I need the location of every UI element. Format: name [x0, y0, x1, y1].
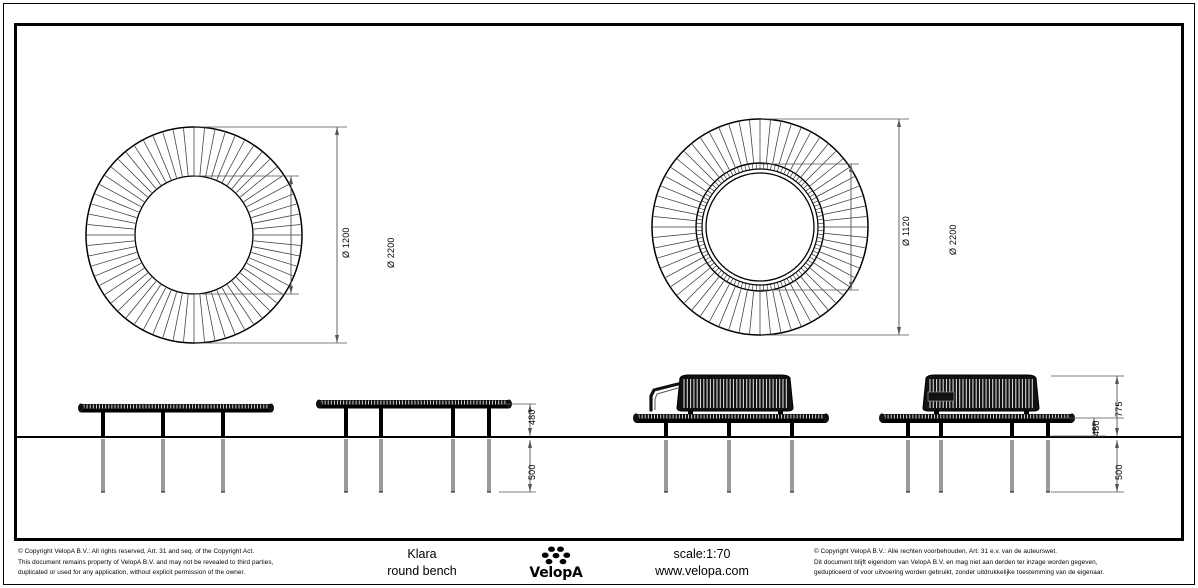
plan-right-inner-circle — [705, 172, 815, 282]
title-block: © Copyright VelopA B.V.: All rights rese… — [4, 542, 1194, 584]
elevation-2-dimensions: 480 500 — [498, 392, 544, 504]
elevation-view-2 — [316, 392, 512, 504]
dim-label-d2200-right: Ø 2200 — [948, 224, 958, 255]
plan-view-left — [84, 126, 304, 344]
dim-label-d1200-left: Ø 1200 — [341, 227, 351, 258]
dim-label-480-right: 480 — [1091, 420, 1101, 436]
dim-label-d1120-right: Ø 1120 — [901, 216, 911, 246]
velopa-logo: VelopA — [508, 542, 604, 584]
plan-view-right — [650, 118, 870, 336]
plan-left-dimensions: Ø 2200 Ø 1200 — [85, 126, 396, 346]
copyright-line-en-2: This document remains property of VelopA… — [18, 558, 274, 566]
website-label: www.velopa.com — [655, 564, 749, 578]
plan-left-inner-circle — [134, 175, 254, 295]
dim-label-500-mid: 500 — [527, 464, 537, 480]
elevation-view-4 — [878, 370, 1078, 504]
elevation-view-1 — [78, 396, 274, 504]
plan-right-outer-circle — [651, 118, 869, 336]
drawing-frame — [14, 23, 1184, 541]
sheet-outer-border — [3, 3, 1195, 585]
dim-label-500-right: 500 — [1114, 464, 1124, 480]
copyright-line-nl-2: Dit document blijft eigendom van VelopA … — [814, 558, 1098, 566]
plan-right-dimensions: Ø 2200 Ø 1120 — [651, 118, 958, 338]
ground-line — [17, 436, 1181, 438]
dim-label-d2200-left: Ø 2200 — [386, 237, 396, 268]
velopa-logo-text: VelopA — [529, 564, 583, 581]
velopa-flower-logo-icon — [541, 546, 571, 564]
copyright-line-en-3: duplicated or used for any application, … — [18, 569, 246, 577]
copyright-notice-dutch: © Copyright VelopA B.V.: Alle rechten vo… — [800, 542, 1194, 584]
product-name: Klara — [407, 547, 437, 561]
dim-label-775-right: 775 — [1114, 401, 1124, 417]
armrest — [649, 382, 680, 412]
elevation-view-3 — [632, 370, 832, 504]
plan-left-outer-circle — [85, 126, 303, 344]
copyright-notice-english: © Copyright VelopA B.V.: All rights rese… — [4, 542, 336, 584]
copyright-line-nl-1: © Copyright VelopA B.V.: Alle rechten vo… — [814, 548, 1058, 556]
copyright-line-nl-3: gedupliceerd of voor uitvoering worden g… — [814, 569, 1105, 577]
scale-label: scale:1:70 — [673, 547, 731, 561]
scale-and-website: scale:1:70 www.velopa.com — [604, 542, 800, 584]
copyright-line-en-1: © Copyright VelopA B.V.: All rights rese… — [18, 548, 255, 556]
plan-right-backrest-inner — [701, 168, 819, 286]
product-type: round bench — [387, 564, 457, 578]
product-identification: Klara round bench — [336, 542, 508, 584]
elevation-4-dimensions: 775 480 500 — [1050, 370, 1130, 504]
dim-label-480-mid: 480 — [527, 409, 537, 425]
plan-right-backrest-outer — [695, 162, 825, 292]
